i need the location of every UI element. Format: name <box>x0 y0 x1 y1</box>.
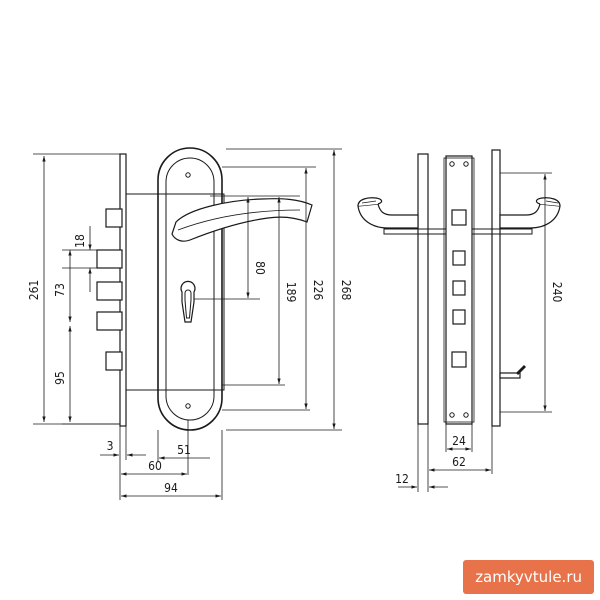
side-handle-left <box>357 203 419 229</box>
dim-73: 73 <box>53 283 67 297</box>
screw-top <box>185 172 191 178</box>
dim-94: 94 <box>164 481 178 495</box>
dim-261: 261 <box>27 280 41 301</box>
outer-plate-left <box>417 153 429 425</box>
cylinder-hole <box>180 280 196 323</box>
faceplate-lower <box>451 351 467 368</box>
bolt-3 <box>96 311 123 331</box>
faceplate-bolt-1 <box>452 250 466 266</box>
faceplate-bolt-3 <box>452 309 466 325</box>
faceplate-bolt-2 <box>452 280 466 296</box>
bolt-2 <box>96 281 123 301</box>
side-handle-right <box>499 203 561 229</box>
bolt-1 <box>96 249 123 269</box>
outer-plate-right <box>491 149 501 427</box>
screw-bottom <box>185 403 191 409</box>
latch-bolt <box>105 208 123 228</box>
front-view: 261 73 18 95 80 189 226 268 3 51 60 94 <box>27 147 353 500</box>
dim-189: 189 <box>284 282 298 303</box>
cylinder-inner <box>184 289 192 319</box>
dim-24: 24 <box>452 434 466 448</box>
dim-3: 3 <box>107 439 114 453</box>
thumb-turn <box>499 372 521 379</box>
dim-60: 60 <box>148 459 162 473</box>
dim-240: 240 <box>550 282 564 303</box>
dim-62: 62 <box>452 455 466 469</box>
escutcheon-inner <box>165 157 215 421</box>
faceplate-latch <box>451 209 467 226</box>
dim-80: 80 <box>253 261 267 275</box>
site-watermark: zamkyvtule.ru <box>463 560 594 594</box>
dim-268: 268 <box>339 280 353 301</box>
side-view: 240 24 62 12 <box>357 149 564 492</box>
dim-226: 226 <box>311 280 325 301</box>
lower-bolt <box>105 351 123 371</box>
dim-51: 51 <box>177 443 191 457</box>
faceplate-inner <box>443 157 475 423</box>
handle-lever <box>171 198 313 242</box>
dim-18: 18 <box>73 234 87 248</box>
handle-ridge <box>177 209 301 231</box>
escutcheon-outer <box>157 147 223 431</box>
dim-95: 95 <box>53 371 67 385</box>
dim-12: 12 <box>395 472 409 486</box>
